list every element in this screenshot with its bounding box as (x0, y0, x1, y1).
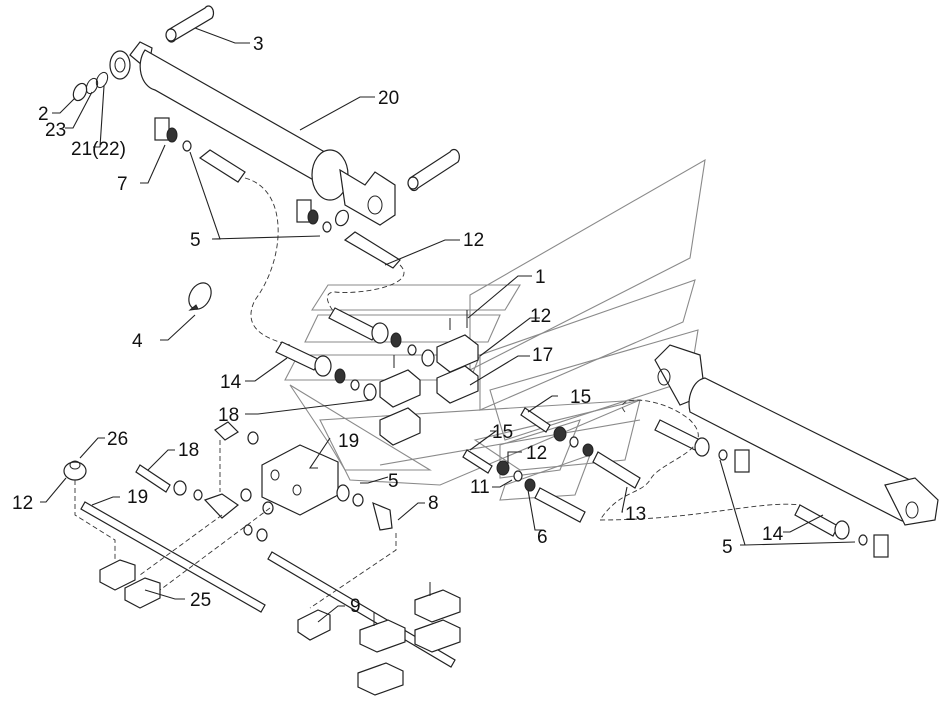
pivot-pin-upper-rod (407, 148, 460, 192)
callout-21-22: 20 (378, 88, 399, 109)
tubes-16-17 (462, 407, 641, 523)
callout-1: 1 (535, 267, 546, 288)
callout-7: 6 (537, 527, 548, 548)
hose-path-lower (599, 399, 801, 521)
pipe-clamps-middle (379, 310, 479, 446)
callout-12-left: 12 (12, 493, 33, 514)
callout-10: 8 (428, 493, 439, 514)
callout-15-lower: 14 (762, 524, 784, 545)
hose-ends-upper (198, 149, 401, 269)
callout-labels: 3 2 23 21(22) 20 7 5 12 4 1 12 17 14 18 … (12, 34, 784, 617)
valve-block (261, 444, 350, 516)
callout-5-lower: 5 (722, 537, 733, 558)
callout-15-middle: 14 (220, 372, 242, 393)
pivot-pin-upper (165, 5, 215, 43)
pipe-route-lower (74, 480, 116, 560)
callout-24: 23 (45, 120, 66, 141)
leader-lines (40, 27, 856, 623)
callout-18-upper: 17 (532, 345, 553, 366)
callout-12-middle: 12 (526, 443, 547, 464)
callout-20: 19 (338, 431, 359, 452)
callout-19-middle: 18 (218, 405, 239, 426)
callout-2: 2 (38, 104, 49, 125)
hydraulic-cylinder-lower (654, 344, 939, 526)
pipe-route-lower-4 (309, 533, 397, 609)
callout-19-lower: 19 (127, 487, 148, 508)
callout-4: 4 (132, 331, 143, 352)
lower-fittings (63, 421, 393, 542)
callout-18-lower: 18 (178, 440, 199, 461)
callout-23: 21(22) (71, 139, 126, 160)
tee-connectors (99, 559, 331, 641)
callout-13: 12 (530, 306, 551, 327)
hose-assembly-middle (275, 307, 435, 401)
callout-3: 3 (253, 34, 264, 55)
callout-26: 26 (107, 429, 128, 450)
callout-11: 11 (470, 477, 490, 498)
pipe-route-lower-3 (159, 507, 271, 591)
banjo-fittings-upper (154, 117, 332, 233)
callout-6: 5 (388, 471, 399, 492)
callout-9: 9 (350, 596, 361, 617)
pipe-route-lower-2 (139, 514, 223, 576)
seal-rings (72, 71, 350, 227)
hydraulic-cylinder-upper (109, 41, 396, 226)
hose-ends-lower (654, 419, 889, 558)
pipe-clamps-lower (357, 582, 461, 696)
callout-16: 15 (492, 422, 513, 443)
callout-14-upper: 12 (463, 230, 484, 251)
hose-clip (188, 282, 212, 311)
callout-17: 15 (570, 387, 591, 408)
hose-path-14 (326, 264, 405, 319)
callout-14-lower: 13 (625, 504, 646, 525)
callout-8: 7 (117, 174, 128, 195)
callout-25: 25 (190, 590, 211, 611)
callout-5-upper: 5 (190, 230, 201, 251)
hose-path-upper (244, 177, 291, 346)
